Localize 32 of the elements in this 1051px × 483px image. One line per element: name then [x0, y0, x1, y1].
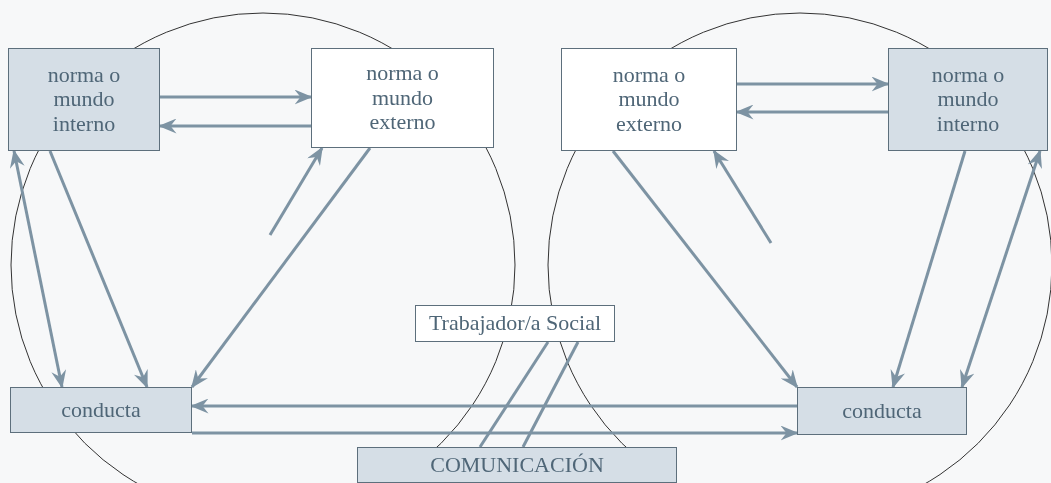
arrow — [890, 150, 967, 389]
shaded-box — [10, 387, 192, 433]
node-label: conducta — [842, 398, 922, 424]
arrow — [160, 89, 313, 105]
text-box — [561, 48, 737, 151]
arrow — [268, 146, 324, 236]
arrow — [190, 147, 372, 389]
shaded-box — [8, 48, 160, 151]
arrow — [158, 118, 311, 134]
node-label: Trabajador/a Social — [428, 311, 602, 336]
connector-line — [521, 341, 580, 448]
shaded-box — [888, 48, 1048, 151]
node-label: COMUNICACIÓN — [430, 452, 604, 478]
shaded-box — [797, 387, 967, 435]
node-label: norma o mundo interno — [930, 62, 1006, 137]
node-label: norma o mundo interno — [46, 62, 122, 137]
shaded-box — [357, 447, 677, 483]
arrow — [611, 150, 799, 389]
double-arrow — [9, 149, 67, 389]
node-label: norma o mundo externo — [365, 61, 440, 135]
node-label: norma o mundo externo — [611, 62, 687, 137]
text-box — [311, 48, 494, 148]
double-arrow — [960, 149, 1042, 389]
arrow — [712, 149, 773, 244]
arrow — [192, 425, 799, 441]
arrow — [735, 104, 888, 120]
text-box — [415, 305, 615, 342]
node-label: conducta — [61, 397, 141, 423]
connector-line — [478, 341, 550, 448]
arrow — [190, 398, 797, 414]
arrow — [48, 150, 149, 389]
arrow — [737, 76, 890, 92]
